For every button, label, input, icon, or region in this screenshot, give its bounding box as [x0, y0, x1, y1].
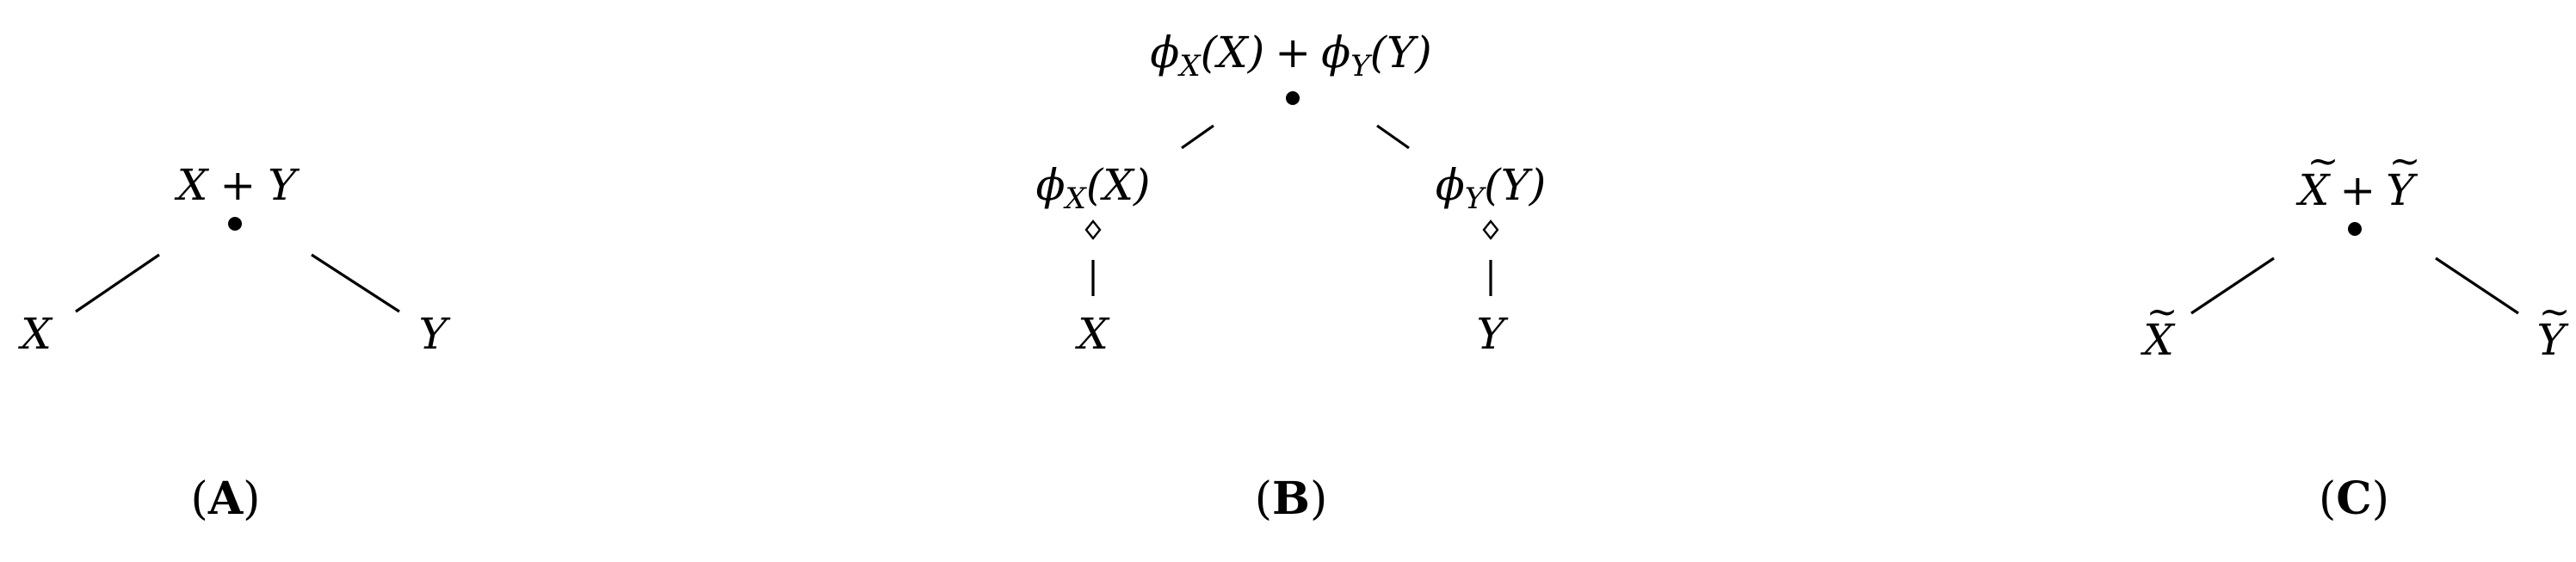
panel-b-root-node — [1286, 91, 1300, 105]
panel-c-root-node — [2348, 222, 2362, 236]
panel-c-root-label: X+Y — [2295, 165, 2418, 215]
panel-c-caption: (C) — [2319, 472, 2389, 525]
panel-c-leaf-x: X — [2140, 315, 2176, 365]
panel-a-caption: (A) — [191, 472, 261, 525]
panel-c-root-tilde-right: ~ — [2389, 139, 2421, 183]
panel-b-edge-left — [1181, 124, 1214, 150]
panel-b-mid-right-label: ϕY(Y) — [1436, 160, 1547, 216]
panel-c-caption-letter: C — [2336, 472, 2371, 525]
panel-c-leaf-y-tilde: ~ — [2539, 290, 2571, 334]
panel-b-mid-left-label: ϕX(X) — [1036, 160, 1151, 216]
panel-c-root-lhs: X — [2295, 165, 2332, 215]
panel-b-root-label: ϕX(X)+ϕY(Y) — [1150, 28, 1431, 83]
panel-b-leaf-x: X — [1074, 309, 1110, 359]
panel-b-caption-letter: B — [1272, 472, 1310, 525]
panel-b-edge-right — [1376, 124, 1410, 150]
panel-a-root-lhs: X — [174, 160, 210, 210]
panel-a-caption-letter: A — [207, 472, 244, 525]
panel-a-leaf-x: X — [17, 309, 53, 359]
panel-c-root-op: + — [2339, 165, 2375, 215]
panel-c-root-tilde-left: ~ — [2307, 139, 2339, 183]
panel-a-root-rhs: Y — [268, 160, 300, 210]
panel-b-leaf-y: Y — [1476, 309, 1508, 359]
panel-c-edge-right — [2435, 256, 2519, 315]
panel-c-leaf-x-tilde: ~ — [2147, 290, 2178, 334]
panel-c: X+Y ~ ~ X ~ Y ~ (C) — [2140, 139, 2570, 525]
panel-b-mid-right-node — [1482, 219, 1499, 240]
panel-c-edge-left — [2190, 256, 2275, 315]
panel-a-edge-left — [75, 253, 160, 313]
panel-b-caption: (B) — [1255, 472, 1328, 525]
panel-c-root-rhs: Y — [2386, 165, 2418, 215]
panel-a-root-label: X+Y — [174, 160, 300, 210]
panel-b: ϕX(X)+ϕY(Y) ϕX(X) X ϕY(Y) Y (B) — [1036, 28, 1547, 525]
panel-b-mid-left-node — [1084, 219, 1102, 240]
panel-a-edge-right — [311, 253, 400, 313]
panel-a: X+Y X Y (A) — [17, 160, 450, 525]
panel-a-root-op: + — [219, 160, 256, 210]
panel-c-leaf-y: Y — [2536, 315, 2568, 365]
panel-a-leaf-y: Y — [418, 309, 450, 359]
panel-a-root-node — [228, 217, 242, 231]
